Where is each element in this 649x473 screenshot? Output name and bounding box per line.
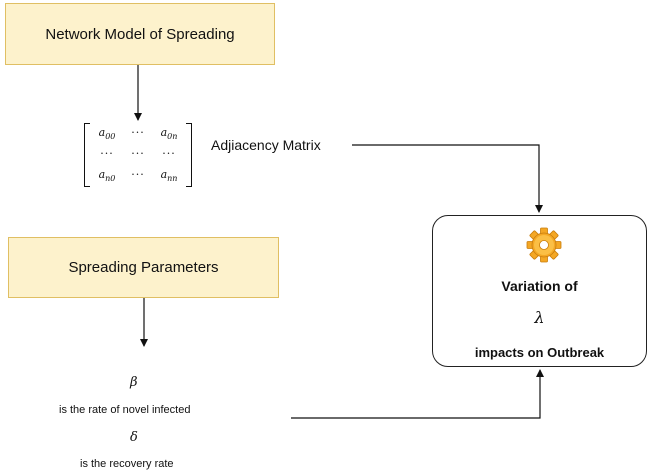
matrix-right-bracket [186, 123, 192, 187]
matrix-cell-dots: ··· [131, 168, 145, 181]
network-model-label: Network Model of Spreading [45, 25, 235, 43]
outbreak-box: Variation of λ impacts on Outbreak [432, 215, 647, 367]
delta-symbol: δ [130, 430, 138, 445]
spreading-parameters-label: Spreading Parameters [68, 259, 219, 276]
arrow-rates-to-outbreak [291, 369, 544, 419]
adjacency-matrix-label: Adjiacency Matrix [211, 137, 321, 153]
delta-description: is the recovery rate [80, 458, 174, 470]
arrow-matrix-to-outbreak [352, 144, 543, 213]
network-model-box: Network Model of Spreading [5, 3, 275, 65]
matrix-cell-dots: ··· [131, 147, 145, 160]
matrix-cell-ann: ann [160, 168, 178, 184]
lambda-symbol: λ [534, 308, 545, 327]
gear-icon [526, 227, 562, 263]
beta-symbol: β [130, 375, 138, 390]
matrix-cell-a0n: a0n [160, 126, 178, 142]
matrix-cell-dots: ··· [131, 126, 145, 139]
beta-description: is the rate of novel infected [59, 404, 191, 416]
impacts-label: impacts on Outbreak [474, 345, 605, 360]
matrix-cell-a00: a00 [98, 126, 116, 142]
spreading-parameters-box: Spreading Parameters [8, 237, 279, 298]
adjacency-matrix: a00 ··· a0n ··· ··· ··· an0 ··· ann [84, 123, 192, 187]
matrix-left-bracket [84, 123, 90, 187]
matrix-cell-dots: ··· [162, 147, 176, 160]
matrix-cell-dots: ··· [100, 147, 114, 160]
variation-label: Variation of [501, 278, 578, 294]
matrix-cell-an0: an0 [98, 168, 116, 184]
